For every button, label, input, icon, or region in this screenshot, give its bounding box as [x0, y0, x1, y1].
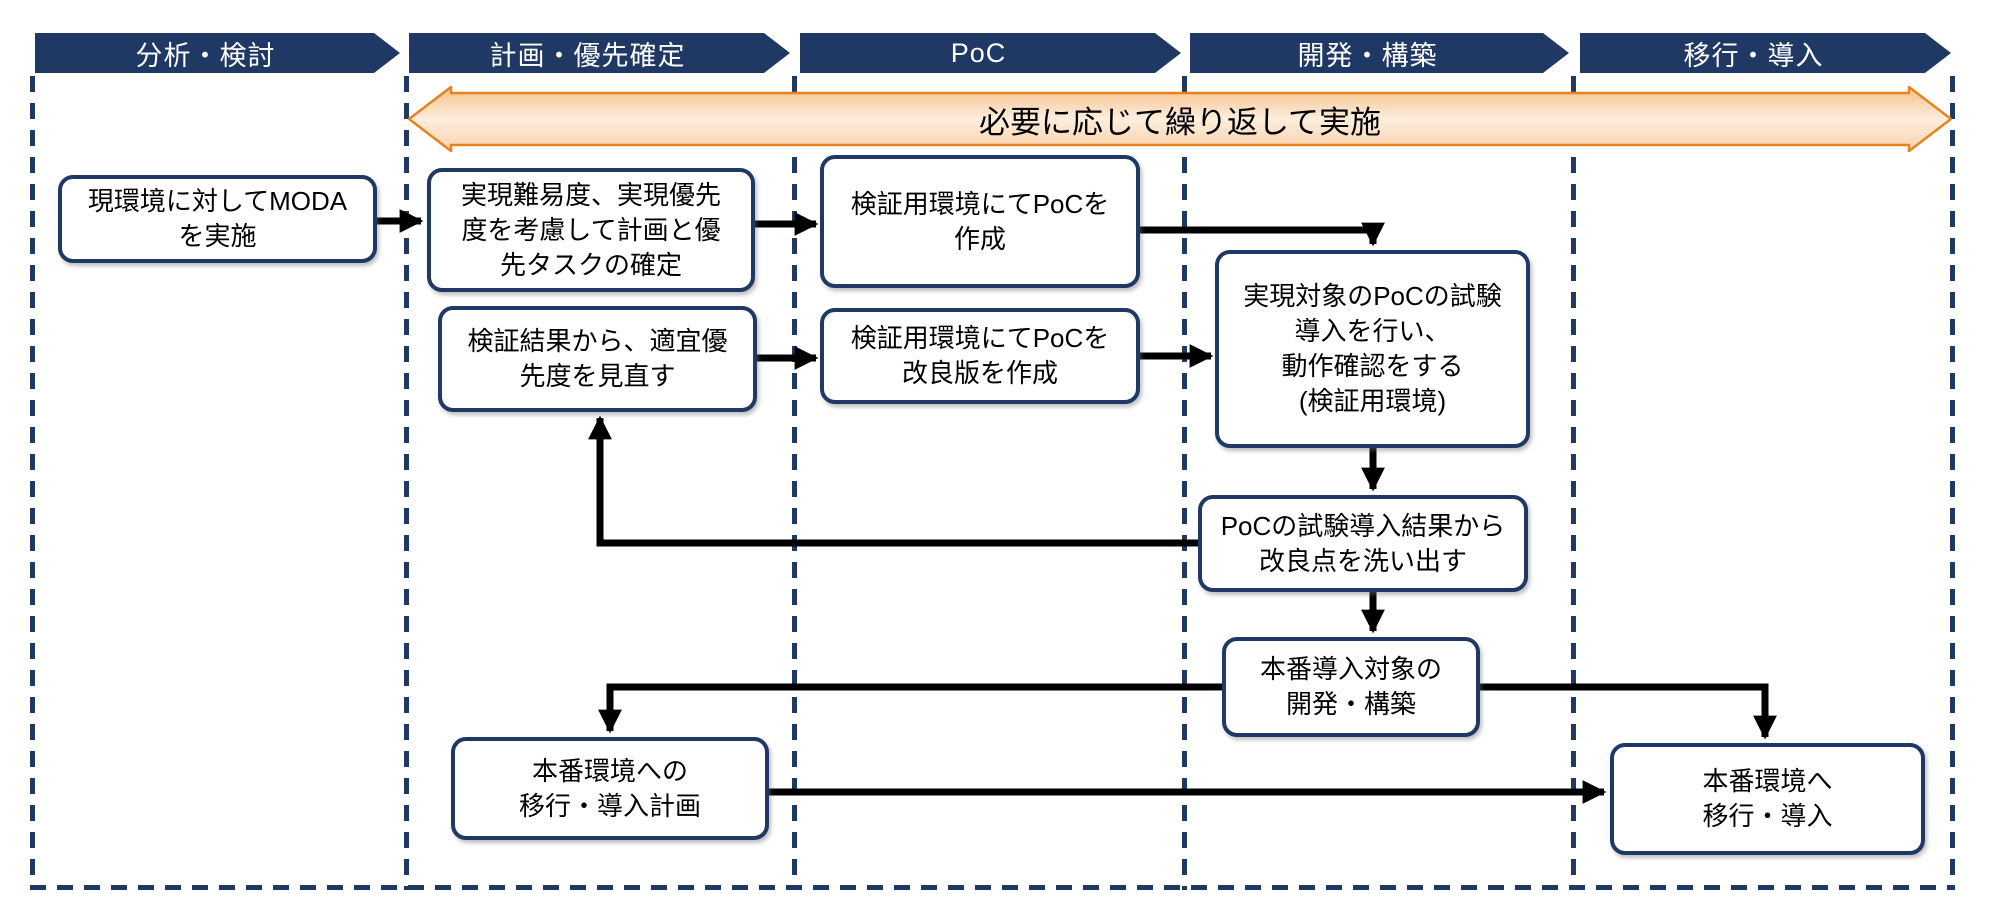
phase-header-poc: PoC — [800, 33, 1181, 73]
column-divider-left-edge — [30, 76, 35, 890]
double-arrow-shape — [408, 86, 1952, 152]
flow-box-poc-improve: 検証用環境にてPoCを 改良版を作成 — [820, 308, 1140, 404]
column-divider-2-3 — [792, 76, 797, 890]
repeat-banner-arrow — [408, 86, 1952, 152]
flow-box-migrate: 本番環境へ 移行・導入 — [1610, 743, 1925, 855]
flow-box-moda: 現環境に対してMODA を実施 — [58, 175, 377, 263]
flow-box-review-priority: 検証結果から、適宜優 先度を見直す — [438, 306, 757, 412]
repeat-banner-label: 必要に応じて繰り返して実施 — [978, 104, 1382, 140]
phase-header-migration: 移行・導入 — [1580, 33, 1951, 73]
flow-box-dev-build: 本番導入対象の 開発・構築 — [1222, 637, 1480, 737]
arrow-devbuild-to-migrate — [1480, 683, 1777, 740]
bottom-border — [30, 885, 1955, 890]
flow-box-plan-priority: 実現難易度、実現優先 度を考慮して計画と優 先タスクの確定 — [427, 168, 755, 292]
column-divider-1-2 — [404, 76, 409, 890]
flow-box-poc-create: 検証用環境にてPoCを 作成 — [820, 155, 1140, 288]
phase-header-dev: 開発・構築 — [1190, 33, 1569, 73]
column-divider-right-edge — [1950, 76, 1955, 890]
flow-box-poc-findings: PoCの試験導入結果から 改良点を洗い出す — [1198, 495, 1528, 592]
flow-box-poc-trial: 実現対象のPoCの試験 導入を行い、 動作確認をする (検証用環境) — [1215, 250, 1530, 448]
phase-header-planning: 計画・優先確定 — [409, 33, 790, 73]
arrow-poc-create-to-trial — [1140, 222, 1385, 247]
flow-box-migration-plan: 本番環境への 移行・導入計画 — [451, 737, 769, 840]
phase-header-analysis: 分析・検討 — [35, 33, 400, 73]
column-divider-4-5 — [1571, 76, 1576, 890]
arrow-findings-to-review-loop — [588, 415, 1198, 547]
column-divider-3-4 — [1182, 76, 1187, 890]
arrow-devbuild-to-migplan — [598, 683, 1222, 734]
